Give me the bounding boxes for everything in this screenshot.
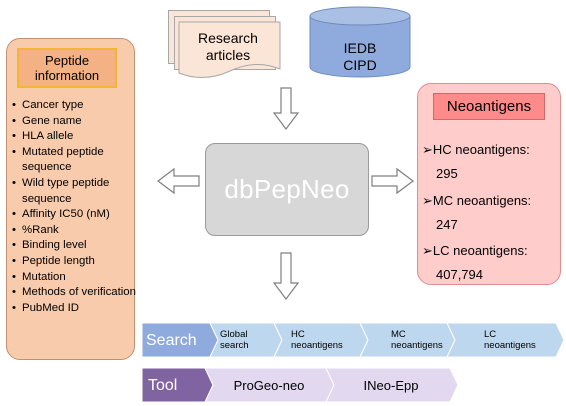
- arrow-down-bottom: [272, 252, 300, 300]
- mc-neoantigens-value: 247: [436, 217, 458, 232]
- arrow-right: [371, 167, 414, 195]
- dbpepneo-box: dbPepNeo: [205, 143, 369, 236]
- peptide-info-item: Peptide length: [12, 254, 136, 270]
- articles-label: Research articles: [198, 30, 258, 63]
- lc-neoantigens-label: ➢LC neoantigens:: [422, 243, 528, 258]
- peptide-info-item: PubMed ID: [12, 301, 136, 317]
- tool-step-ineo: INeo-Epp: [363, 377, 419, 393]
- hc-neoantigens-value: 295: [436, 166, 458, 181]
- peptide-info-item: HLA allele: [12, 129, 136, 145]
- peptide-info-item: Mutation: [12, 270, 136, 286]
- peptide-info-item: Affinity IC50 (nM): [12, 207, 136, 223]
- neoantigens-title: Neoantigens: [433, 93, 545, 120]
- lc-neoantigens-value: 407,794: [436, 267, 483, 282]
- search-step-mc: MC neoantigens: [391, 329, 443, 351]
- search-step-global: Global search: [220, 329, 249, 351]
- db-label-iedb: IEDB: [343, 40, 377, 56]
- search-step-lc: LC neoantigens: [484, 329, 536, 351]
- cylinder-shape: [309, 6, 411, 78]
- arrow-down-top: [272, 87, 300, 130]
- article-page-front: [178, 21, 281, 78]
- peptide-info-item: Wild type peptide sequence: [12, 176, 136, 207]
- peptide-info-item: %Rank: [12, 223, 136, 239]
- mc-neoantigens-label: ➢MC neoantigens:: [422, 193, 532, 208]
- peptide-info-item: Mutated peptide sequence: [12, 145, 136, 176]
- peptide-info-item: Gene name: [12, 114, 136, 130]
- db-label-cipd: CIPD: [343, 57, 377, 73]
- search-label: Search: [146, 331, 197, 349]
- peptide-info-item: Methods of verification: [12, 285, 136, 301]
- peptide-info-item: Binding level: [12, 238, 136, 254]
- tool-chevron-ineo: [325, 367, 459, 403]
- peptide-info-title: Peptide information: [17, 48, 117, 88]
- peptide-info-list: Cancer typeGene nameHLA alleleMutated pe…: [12, 98, 136, 316]
- database-label: IEDB CIPD: [320, 40, 400, 74]
- hc-neoantigens-label: ➢HC neoantigens:: [422, 142, 530, 157]
- tool-step-progeo: ProGeo-neo: [233, 377, 305, 393]
- arrow-left: [157, 167, 200, 195]
- search-chevron-lc: [446, 322, 565, 358]
- tool-label: Tool: [148, 376, 178, 394]
- peptide-info-item: Cancer type: [12, 98, 136, 114]
- search-step-hc: HC neoantigens: [291, 329, 343, 351]
